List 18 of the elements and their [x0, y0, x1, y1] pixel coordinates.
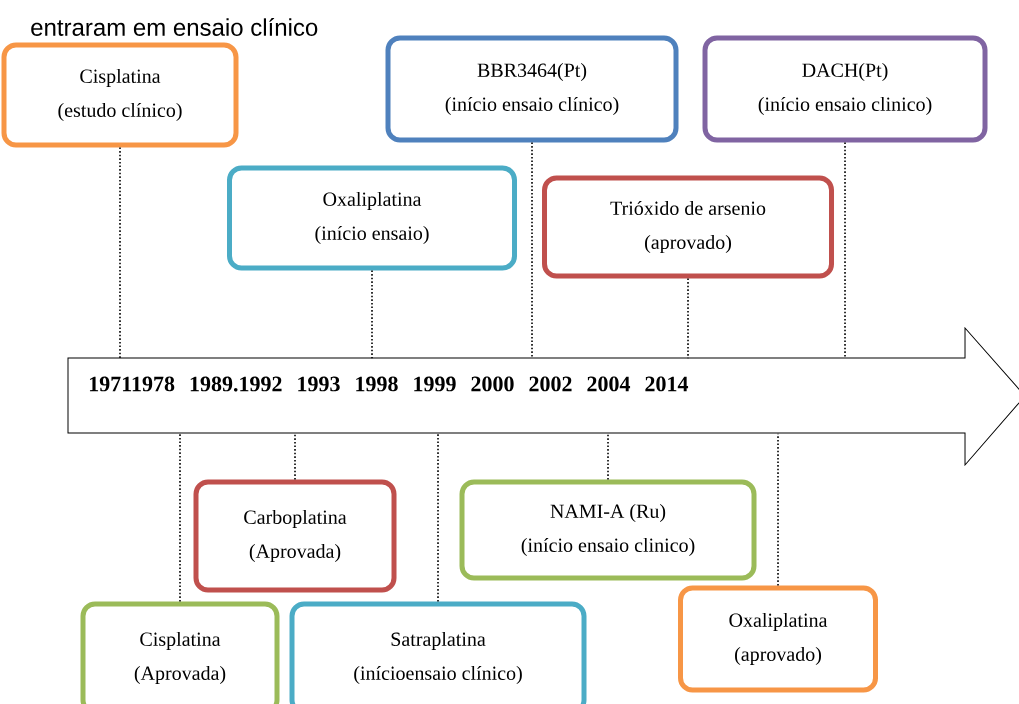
title: entraram em ensaio clínico	[31, 18, 318, 36]
event-box: NAMI-A (Ru) (início ensaio clinico)	[459, 479, 757, 581]
event-box: Oxaliplatina (aprovado)	[678, 585, 878, 693]
event-box: Trióxido de arsenio (aprovado)	[542, 175, 834, 279]
leader-line	[607, 432, 609, 481]
event-box: Satraplatina (inícioensaio clínico)	[289, 601, 587, 704]
leader-line	[294, 432, 296, 481]
year-labels: 19711978 1989.1992 1993 1998 1999 2000 2002 2004 2014	[89, 376, 689, 392]
event-box: Carboplatina (Aprovada)	[193, 479, 397, 593]
event-box: Cisplatina (estudo clínico)	[1, 42, 239, 148]
event-box: DACH(Pt) (início ensaio clinico)	[702, 35, 988, 143]
leader-line	[437, 432, 439, 603]
leader-line	[119, 146, 121, 360]
event-box: Oxaliplatina (início ensaio)	[227, 165, 517, 271]
event-box: Cisplatina (Aprovada)	[80, 601, 280, 704]
event-box: BBR3464(Pt) (início ensaio clínico)	[385, 35, 679, 143]
leader-line	[179, 432, 181, 603]
leader-line	[371, 269, 373, 360]
